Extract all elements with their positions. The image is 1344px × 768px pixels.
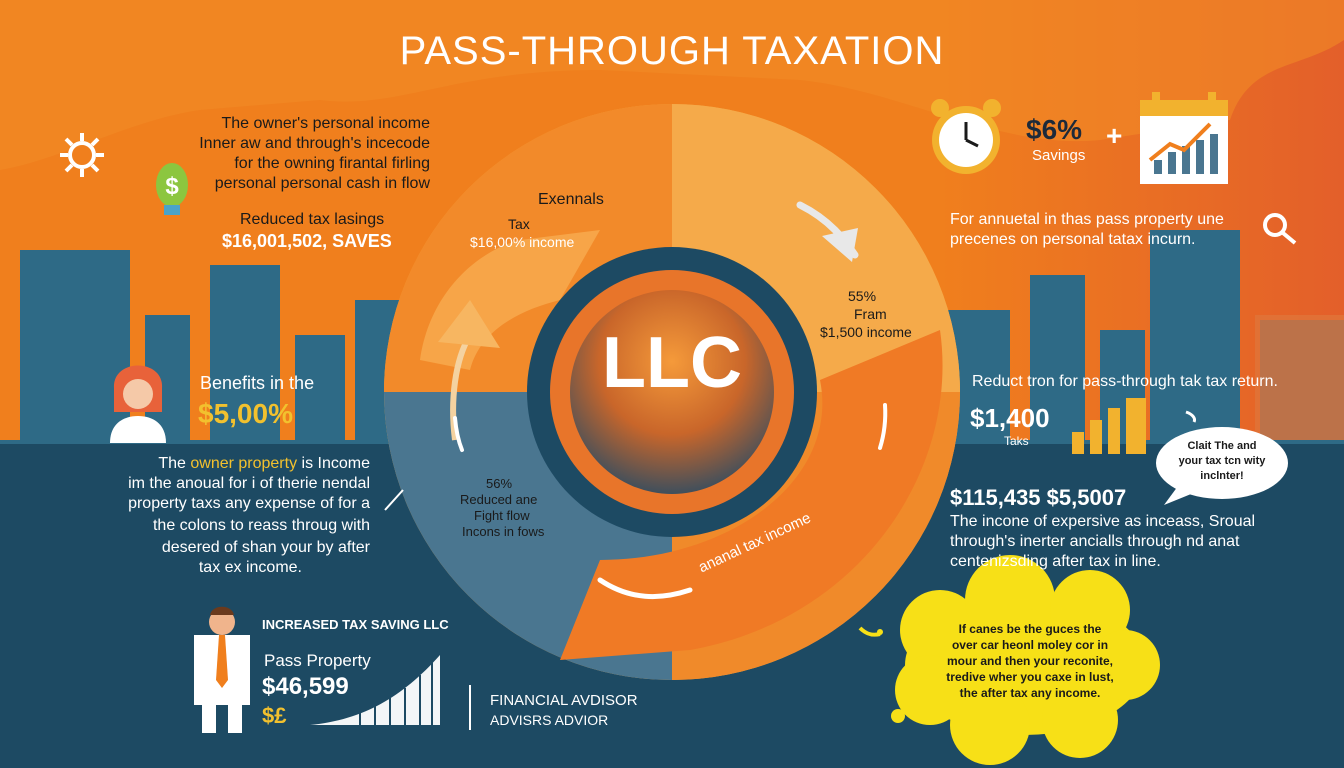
- thought-line-2: over car heonl moley cor in: [951, 638, 1109, 652]
- right-mid-line-2: through's inerter ancialls through nd an…: [950, 533, 1240, 550]
- svg-text:$: $: [165, 173, 179, 200]
- dollar-lightbulb-icon: $: [156, 163, 188, 215]
- benefits-value: $5,00%: [198, 398, 293, 429]
- left-mid-line-4: desered of shan your by after: [161, 539, 370, 556]
- top-left-line-3: for the owning firantal firling: [234, 155, 430, 172]
- ring-top-income: $16,00% income: [470, 234, 575, 250]
- ring-top-tax: Tax: [508, 216, 530, 232]
- alarm-clock-icon: [931, 99, 1001, 174]
- ring-right-pct: 55%: [848, 288, 877, 304]
- left-mid-line-1: im the anoual for i of therie nendal: [128, 475, 370, 492]
- growth-bar-chart-icon: [310, 655, 440, 725]
- city-skyline: [20, 230, 1344, 450]
- benefits-label: Benefits in the: [200, 373, 315, 393]
- businessman-icon: [194, 606, 250, 733]
- arrow-icon: [822, 228, 858, 262]
- gear-icon: [60, 133, 104, 177]
- right-mid-line-3: centenizsding after tax in line.: [950, 553, 1161, 570]
- top-left-line-1: The owner's personal income: [221, 115, 431, 132]
- financial-advisor-line-1: FINANCIAL AVDISOR: [490, 692, 638, 709]
- calendar-growth-chart-icon: [1140, 92, 1228, 184]
- amounts-line: $115,435 $5,5007: [950, 485, 1127, 510]
- woman-avatar-icon: [110, 365, 166, 443]
- top-right-line-2: precenes on personal tatax incurn.: [950, 231, 1196, 248]
- reduced-tax-label: Reduced tax lasings: [240, 211, 385, 228]
- thought-line-3: mour and then your reconite,: [946, 654, 1114, 668]
- ring-left-label-1: Reduced ane: [460, 492, 538, 507]
- thought-line-5: the after tax any income.: [959, 686, 1101, 700]
- top-right-line-1: For annuetal in thas pass property une: [950, 211, 1224, 228]
- thought-line-1: If canes be the guces the: [958, 622, 1102, 636]
- ring-left-label-2: Fight flow: [474, 508, 530, 523]
- reduction-sub: Taks: [1004, 434, 1029, 448]
- magnifier-icon: [1263, 213, 1297, 245]
- left-mid-line-3: the colons to reass throug with: [152, 517, 370, 534]
- owner-property-lead: The: [158, 455, 186, 472]
- ring-top-label: Exennals: [538, 191, 604, 208]
- top-left-line-2: Inner aw and through's incecode: [199, 135, 430, 152]
- speech-bubble: [1156, 427, 1288, 505]
- center-llc-label: LLC: [602, 323, 742, 403]
- owner-property-tail: is Income: [301, 455, 370, 472]
- pass-property-label: Pass Property: [264, 651, 371, 670]
- left-mid-line-5: tax ex income.: [198, 559, 302, 576]
- ring-left-pct: 56%: [486, 476, 513, 491]
- right-mid-line-1: The incone of expersive as inceass, Srou…: [950, 513, 1256, 530]
- increased-tax-heading: INCREASED TAX SAVING LLC: [262, 617, 449, 632]
- ring-right-label: Fram: [854, 306, 887, 322]
- owner-property-line: The owner property is Income: [140, 454, 370, 474]
- thought-cloud: [877, 555, 1160, 765]
- reduction-value: $1,400: [970, 403, 1050, 433]
- owner-property-highlight: owner property: [190, 455, 298, 472]
- top-left-line-4: personal personal cash in flow: [214, 175, 430, 192]
- left-mid-line-2: property taxs any expense of for a: [128, 495, 370, 512]
- ring-left-label-3: Incons in fows: [462, 524, 545, 539]
- reduction-heading: Reduct tron for pass-through tak tax ret…: [972, 373, 1278, 390]
- savings-label: Savings: [1032, 147, 1086, 164]
- currency-symbols: $£: [262, 703, 287, 728]
- thought-line-4: tredive wher you caxe in lust,: [946, 670, 1114, 684]
- ring-right-income: $1,500 income: [820, 324, 912, 340]
- page-title: PASS-THROUGH TAXATION: [399, 29, 945, 73]
- savings-percent: $6%: [1026, 114, 1083, 145]
- reduced-tax-value: $16,001,502, SAVES: [222, 231, 392, 251]
- speech-line-1: Clait The and: [1187, 440, 1257, 452]
- financial-advisor-line-2: ADVISRS ADVIOR: [490, 712, 609, 728]
- speech-line-3: inclnter!: [1200, 470, 1244, 482]
- pass-property-value: $46,599: [262, 673, 349, 700]
- speech-line-2: your tax tcn wity: [1178, 455, 1266, 467]
- plus-sign: +: [1106, 120, 1123, 151]
